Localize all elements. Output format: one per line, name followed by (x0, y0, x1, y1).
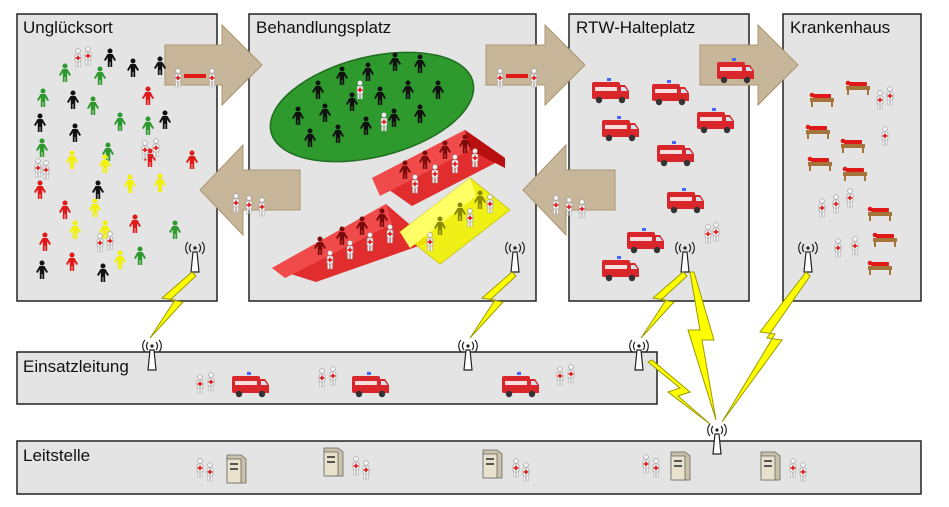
zone-hospital: Krankenhaus (782, 13, 922, 302)
flow-arrow-treatment-to-scene (199, 143, 301, 237)
yellow-treatment-tent (399, 177, 511, 265)
dispatch-server-2 (323, 447, 344, 477)
red-treatment-tent-lower (272, 204, 430, 282)
lane-label-dispatch: Leitstelle (23, 446, 90, 465)
flow-arrow-staging-to-hospital (699, 23, 799, 107)
dispatch-server-4 (670, 451, 691, 481)
dispatch-server-5 (760, 451, 781, 481)
flow-arrow-treatment-to-staging (485, 23, 586, 107)
red-treatment-tent-upper (372, 130, 505, 206)
lane-label-command: Einsatzleitung (23, 357, 129, 376)
flow-arrow-staging-to-treatment (522, 143, 616, 237)
zone-label-scene: Unglücksort (23, 18, 113, 37)
zone-label-staging: RTW-Halteplatz (576, 18, 695, 37)
zone-label-treatment: Behandlungsplatz (256, 18, 391, 37)
radio-links (149, 271, 811, 425)
green-triage-area (269, 51, 475, 163)
dispatch-server-1 (226, 454, 247, 484)
dispatch-server-3 (482, 449, 503, 479)
lane-dispatch: Leitstelle (16, 440, 922, 495)
lane-command: Einsatzleitung (16, 351, 658, 405)
zone-label-hospital: Krankenhaus (790, 18, 890, 37)
flow-arrow-scene-to-treatment (164, 23, 263, 107)
